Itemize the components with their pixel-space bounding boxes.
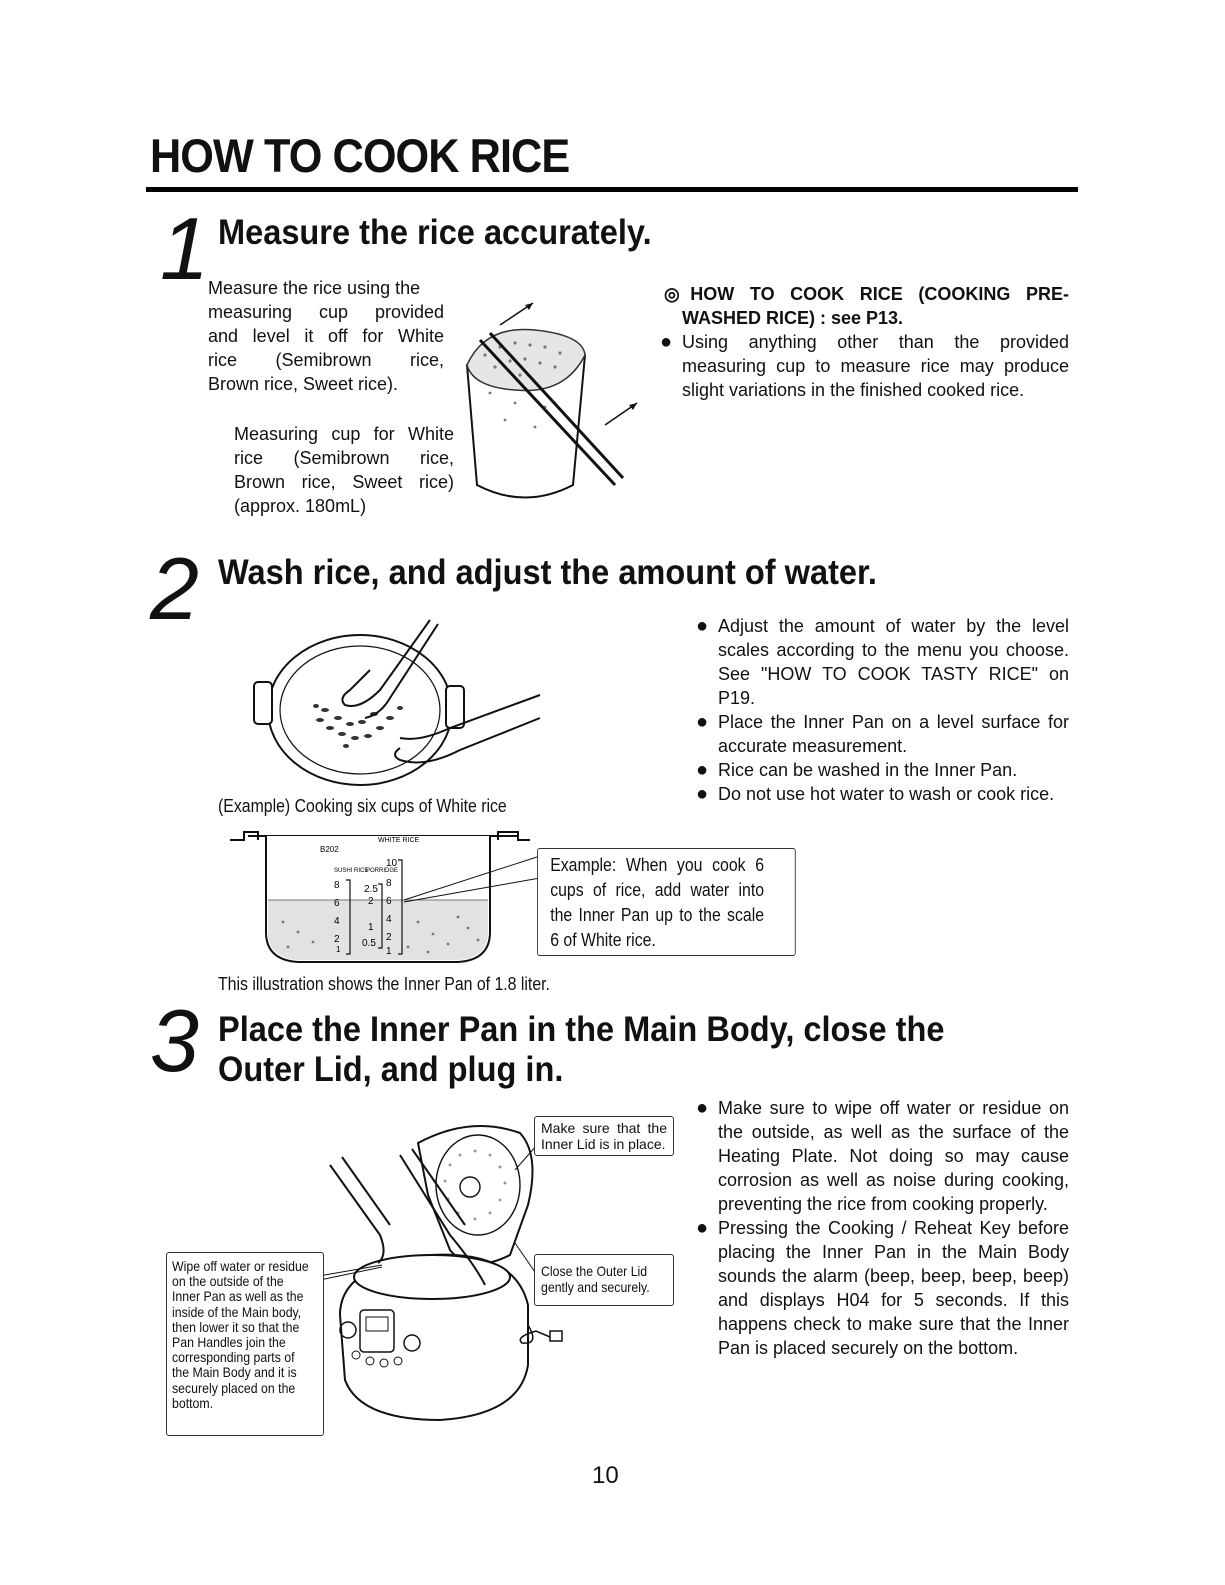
step1-text-line: Measure the rice using the (208, 278, 421, 298)
cup-caption-line: Measuring cup for White (234, 424, 454, 444)
cup-caption-line: Brown rice, Sweet rice) (234, 472, 454, 492)
step1-heading: Measure the rice accurately. (218, 213, 652, 252)
step2-bullet: Rice can be washed in the Inner Pan. (696, 758, 1069, 782)
example-caption: (Example) Cooking six cups of White rice (218, 796, 507, 816)
page-title: HOW TO COOK RICE (150, 129, 570, 182)
measuring-cup-illustration (465, 302, 638, 499)
sushi-scale-label: 6 (334, 898, 340, 909)
step2-bullet: Place the Inner Pan on a level surface f… (696, 710, 1069, 758)
step3-heading-line2: Outer Lid, and plug in. (218, 1050, 564, 1089)
porridge-scale-label: 2 (368, 896, 374, 907)
porridge-scale-label: 0.5 (362, 938, 376, 949)
pan-porridge-label: PORRIDGE (366, 868, 398, 874)
porridge-scale-label: 2.5 (364, 884, 378, 895)
step1-text-line: rice (Semibrown rice, (208, 350, 444, 370)
sushi-scale-label: 8 (334, 880, 340, 891)
step2-bullet: Do not use hot water to wash or cook ric… (696, 782, 1069, 806)
callout-wipe-text: Wipe off water or residue on the outside… (172, 1258, 309, 1411)
step1-note: ◎HOW TO COOK RICE (COOKING PRE-WASHED RI… (660, 282, 1069, 402)
rice-cooker-illustration (295, 1124, 563, 1422)
step2-bullets: Adjust the amount of water by the level … (696, 614, 1069, 806)
step2-number: 2 (150, 539, 199, 638)
step3-bullets: Make sure to wipe off water or residue o… (696, 1096, 1069, 1360)
pan-model-label: B202 (320, 845, 339, 854)
example-box: Example: When you cook 6 cups of rice, a… (537, 848, 796, 956)
cup-caption-line: (approx. 180mL) (234, 496, 367, 516)
step1-number: 1 (160, 199, 209, 298)
step1-note-bullet: Using anything other than the provided m… (660, 330, 1069, 402)
callout-outer-lid: Close the Outer Lid gently and securely. (534, 1254, 674, 1306)
white-scale-label: 10 (386, 858, 398, 869)
step1-text-line: and level it off for White (208, 326, 444, 346)
washing-rice-illustration (253, 619, 541, 786)
pan-size-footnote: This illustration shows the Inner Pan of… (218, 974, 550, 994)
sushi-scale-label: 4 (334, 916, 340, 927)
callout-inner-lid-text: Make sure that the Inner Lid is in place… (541, 1120, 667, 1152)
cup-caption-line: rice (Semibrown rice, (234, 448, 454, 468)
white-scale-label: 8 (386, 878, 392, 889)
example-box-text: Example: When you cook 6 cups of rice, a… (550, 855, 765, 950)
step3-bullet: Make sure to wipe off water or residue o… (696, 1096, 1069, 1216)
white-scale-label: 4 (386, 914, 392, 925)
step2-heading: Wash rice, and adjust the amount of wate… (218, 553, 877, 592)
step1-text: Measure the rice using the measuring cup… (208, 276, 444, 396)
cup-caption: Measuring cup for White rice (Semibrown … (234, 422, 454, 518)
step3-number: 3 (150, 991, 199, 1090)
sushi-scale-label: 2 (334, 934, 340, 945)
inner-pan-illustration: B202 WHITE RICE SUSHI RICE PORRIDGE 8 6 … (230, 831, 541, 963)
step3-bullet: Pressing the Cooking / Reheat Key before… (696, 1216, 1069, 1360)
step1-text-line: Brown rice, Sweet rice). (208, 374, 399, 394)
white-scale-label: 1 (386, 946, 392, 957)
callout-wipe: Wipe off water or residue on the outside… (166, 1252, 324, 1436)
callout-outer-lid-text: Close the Outer Lid gently and securely. (541, 1263, 650, 1295)
callout-inner-lid: Make sure that the Inner Lid is in place… (534, 1116, 674, 1156)
porridge-scale-label: 1 (368, 922, 374, 933)
step1-text-line: measuring cup provided (208, 302, 444, 322)
title-rule (146, 187, 1078, 192)
white-scale-label: 2 (386, 932, 392, 943)
white-scale-label: 6 (386, 896, 392, 907)
prewashed-note-title: ◎HOW TO COOK RICE (COOKING PRE-WASHED RI… (664, 284, 1069, 328)
step2-bullet: Adjust the amount of water by the level … (696, 614, 1069, 710)
step3-heading-line1: Place the Inner Pan in the Main Body, cl… (218, 1010, 945, 1049)
page-number: 10 (592, 1462, 619, 1489)
pan-white-rice-label: WHITE RICE (378, 837, 420, 844)
sushi-scale-label: 1 (336, 945, 341, 954)
pan-sushi-label: SUSHI RICE (334, 868, 368, 874)
